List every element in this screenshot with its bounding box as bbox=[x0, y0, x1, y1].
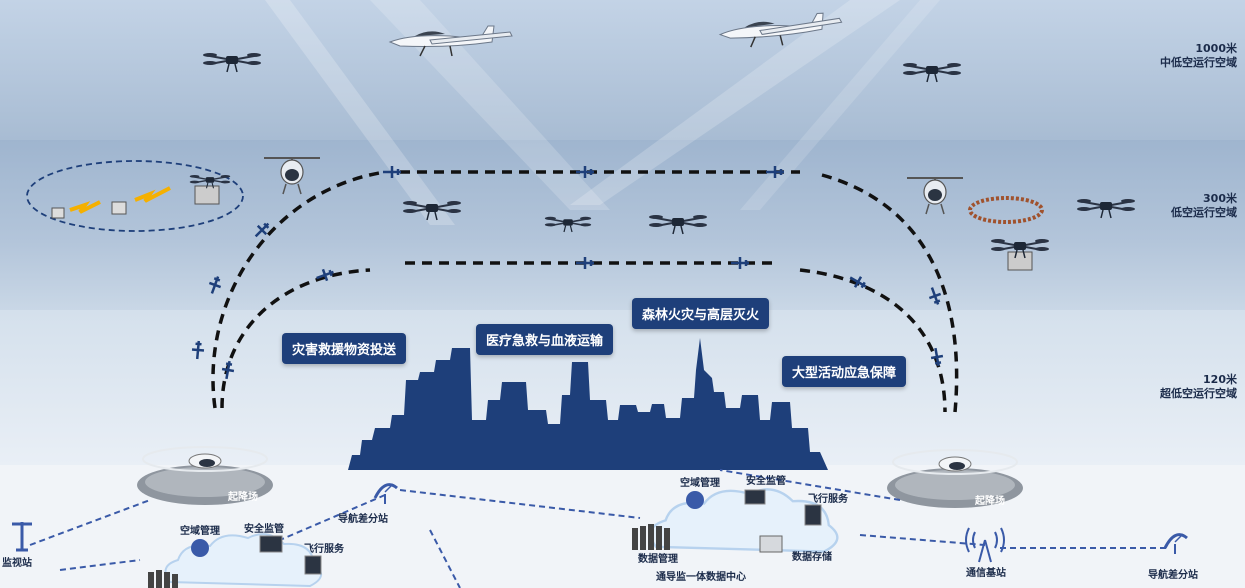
mid-low-altitude-band bbox=[0, 0, 1245, 140]
link-comm bbox=[859, 534, 986, 546]
server-rack-left bbox=[148, 570, 178, 588]
airspace-mgmt-left-label: 空域管理 bbox=[180, 526, 220, 537]
altitude-value: 120米 bbox=[1203, 373, 1237, 386]
server-rack-center bbox=[632, 524, 670, 550]
altitude-label-300: 300米 低空运行空域 bbox=[1171, 192, 1237, 220]
route-left-inner bbox=[220, 268, 371, 409]
quadcopter-top-left bbox=[202, 52, 262, 73]
route-right-outer bbox=[821, 173, 959, 413]
altitude-label-120: 120米 超低空运行空域 bbox=[1160, 373, 1237, 401]
city-skyline bbox=[348, 338, 828, 470]
airspace-mgmt-label: 空域管理 bbox=[680, 478, 720, 489]
nav-station-label: 导航差分站 bbox=[338, 514, 388, 525]
quadcopter-right bbox=[1076, 198, 1136, 219]
route-left-outer bbox=[211, 170, 386, 409]
signal-bolt-2 bbox=[134, 186, 171, 203]
helicopter-right bbox=[906, 177, 964, 215]
cargo-box-right bbox=[1007, 251, 1033, 271]
surveillance-station-label: 监视站 bbox=[2, 558, 32, 569]
data-storage-label: 数据存储 bbox=[792, 552, 832, 563]
helicopter-left bbox=[263, 157, 321, 195]
link-nav-center bbox=[399, 489, 641, 519]
altitude-name: 低空运行空域 bbox=[1171, 206, 1237, 219]
landing-pad-left-label: 起降场 bbox=[228, 492, 258, 503]
flight-service-label: 飞行服务 bbox=[808, 494, 848, 505]
flight-service-left-label: 飞行服务 bbox=[304, 544, 344, 555]
mission-event-support: 大型活动应急保障 bbox=[782, 356, 907, 387]
quadcopter-top-right bbox=[902, 62, 962, 83]
altitude-name: 超低空运行空域 bbox=[1160, 387, 1237, 400]
safety-label: 安全监管 bbox=[746, 476, 786, 487]
quadcopter-mid-2 bbox=[543, 216, 593, 233]
screen-flight-service bbox=[804, 504, 822, 526]
fire-ring bbox=[968, 196, 1044, 224]
data-mgmt-label: 数据管理 bbox=[638, 554, 678, 565]
comm-station-label: 通信基站 bbox=[966, 568, 1006, 579]
surveillance-tower-icon bbox=[12, 522, 32, 552]
operator-center bbox=[686, 491, 704, 509]
low-altitude-band bbox=[0, 140, 1245, 310]
mission-disaster-relief: 灾害救援物资投送 bbox=[282, 333, 407, 364]
comm-tower-icon bbox=[965, 527, 1005, 563]
cargo-box-left bbox=[194, 185, 220, 205]
operator-left bbox=[191, 539, 209, 557]
storage-unit bbox=[759, 535, 783, 553]
nav-station-right-dish-icon bbox=[1163, 532, 1189, 556]
relay-orbit bbox=[26, 160, 244, 232]
link-surveillance bbox=[29, 499, 151, 546]
altitude-value: 300米 bbox=[1203, 192, 1237, 205]
quadcopter-mid-3 bbox=[648, 214, 708, 235]
cone-2 bbox=[370, 0, 610, 210]
monitor-center bbox=[744, 489, 766, 505]
nav-station-dish-icon bbox=[373, 482, 399, 506]
safety-left-label: 安全监管 bbox=[244, 524, 284, 535]
altitude-value: 1000米 bbox=[1195, 42, 1237, 55]
altitude-label-1000: 1000米 中低空运行空域 bbox=[1160, 42, 1237, 70]
mission-forest-fire: 森林火灾与高层灭火 bbox=[632, 298, 770, 329]
link-nav-left bbox=[279, 494, 386, 541]
cone-3 bbox=[570, 0, 900, 205]
cone-1 bbox=[265, 0, 455, 225]
data-center-label: 通导监一体数据中心 bbox=[656, 572, 746, 583]
cone-4 bbox=[740, 0, 940, 210]
route-right-inner bbox=[799, 268, 947, 413]
landing-pad-right-label: 起降场 bbox=[975, 496, 1005, 507]
cloud-left-management bbox=[164, 533, 323, 587]
altitude-name: 中低空运行空域 bbox=[1160, 56, 1237, 69]
monitor-left bbox=[259, 535, 283, 553]
mission-medical-transport: 医疗急救与血液运输 bbox=[476, 324, 614, 355]
signal-bolt-1 bbox=[69, 200, 101, 214]
nav-station-right-label: 导航差分站 bbox=[1148, 570, 1198, 581]
